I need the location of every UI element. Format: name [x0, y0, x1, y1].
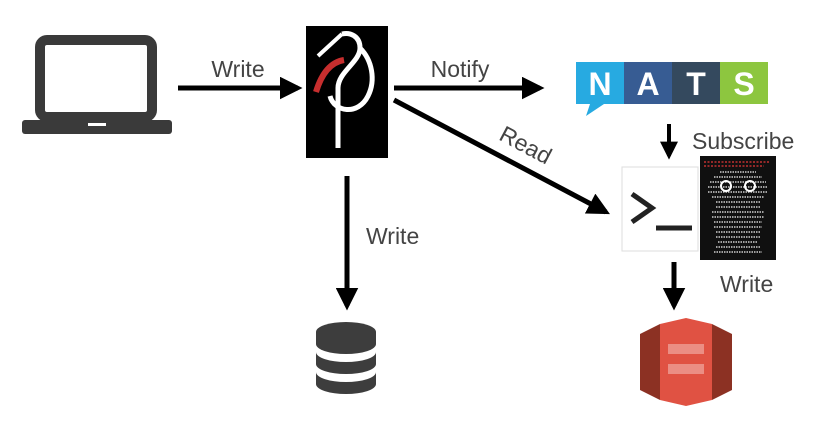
arrow-read	[392, 97, 610, 215]
minio-logo	[306, 26, 388, 158]
nats-letter-s: S	[733, 66, 754, 102]
nats-letter-n: N	[588, 66, 611, 102]
laptop-icon	[22, 35, 172, 134]
gopher-ascii-icon	[700, 156, 776, 260]
database-icon	[316, 322, 376, 394]
s3-bucket-icon	[640, 318, 732, 406]
arrows	[178, 76, 686, 311]
nats-letter-a: A	[636, 66, 659, 102]
label-s3-write: Write	[720, 271, 773, 297]
nats-letter-t: T	[686, 66, 706, 102]
nats-logo: N A T S	[576, 62, 768, 116]
terminal-icon	[621, 166, 699, 252]
label-subscribe: Subscribe	[692, 128, 794, 154]
label-notify: Notify	[431, 56, 490, 82]
label-client-write: Write	[211, 56, 264, 82]
label-db-write: Write	[366, 223, 419, 249]
label-read: Read	[495, 121, 556, 170]
